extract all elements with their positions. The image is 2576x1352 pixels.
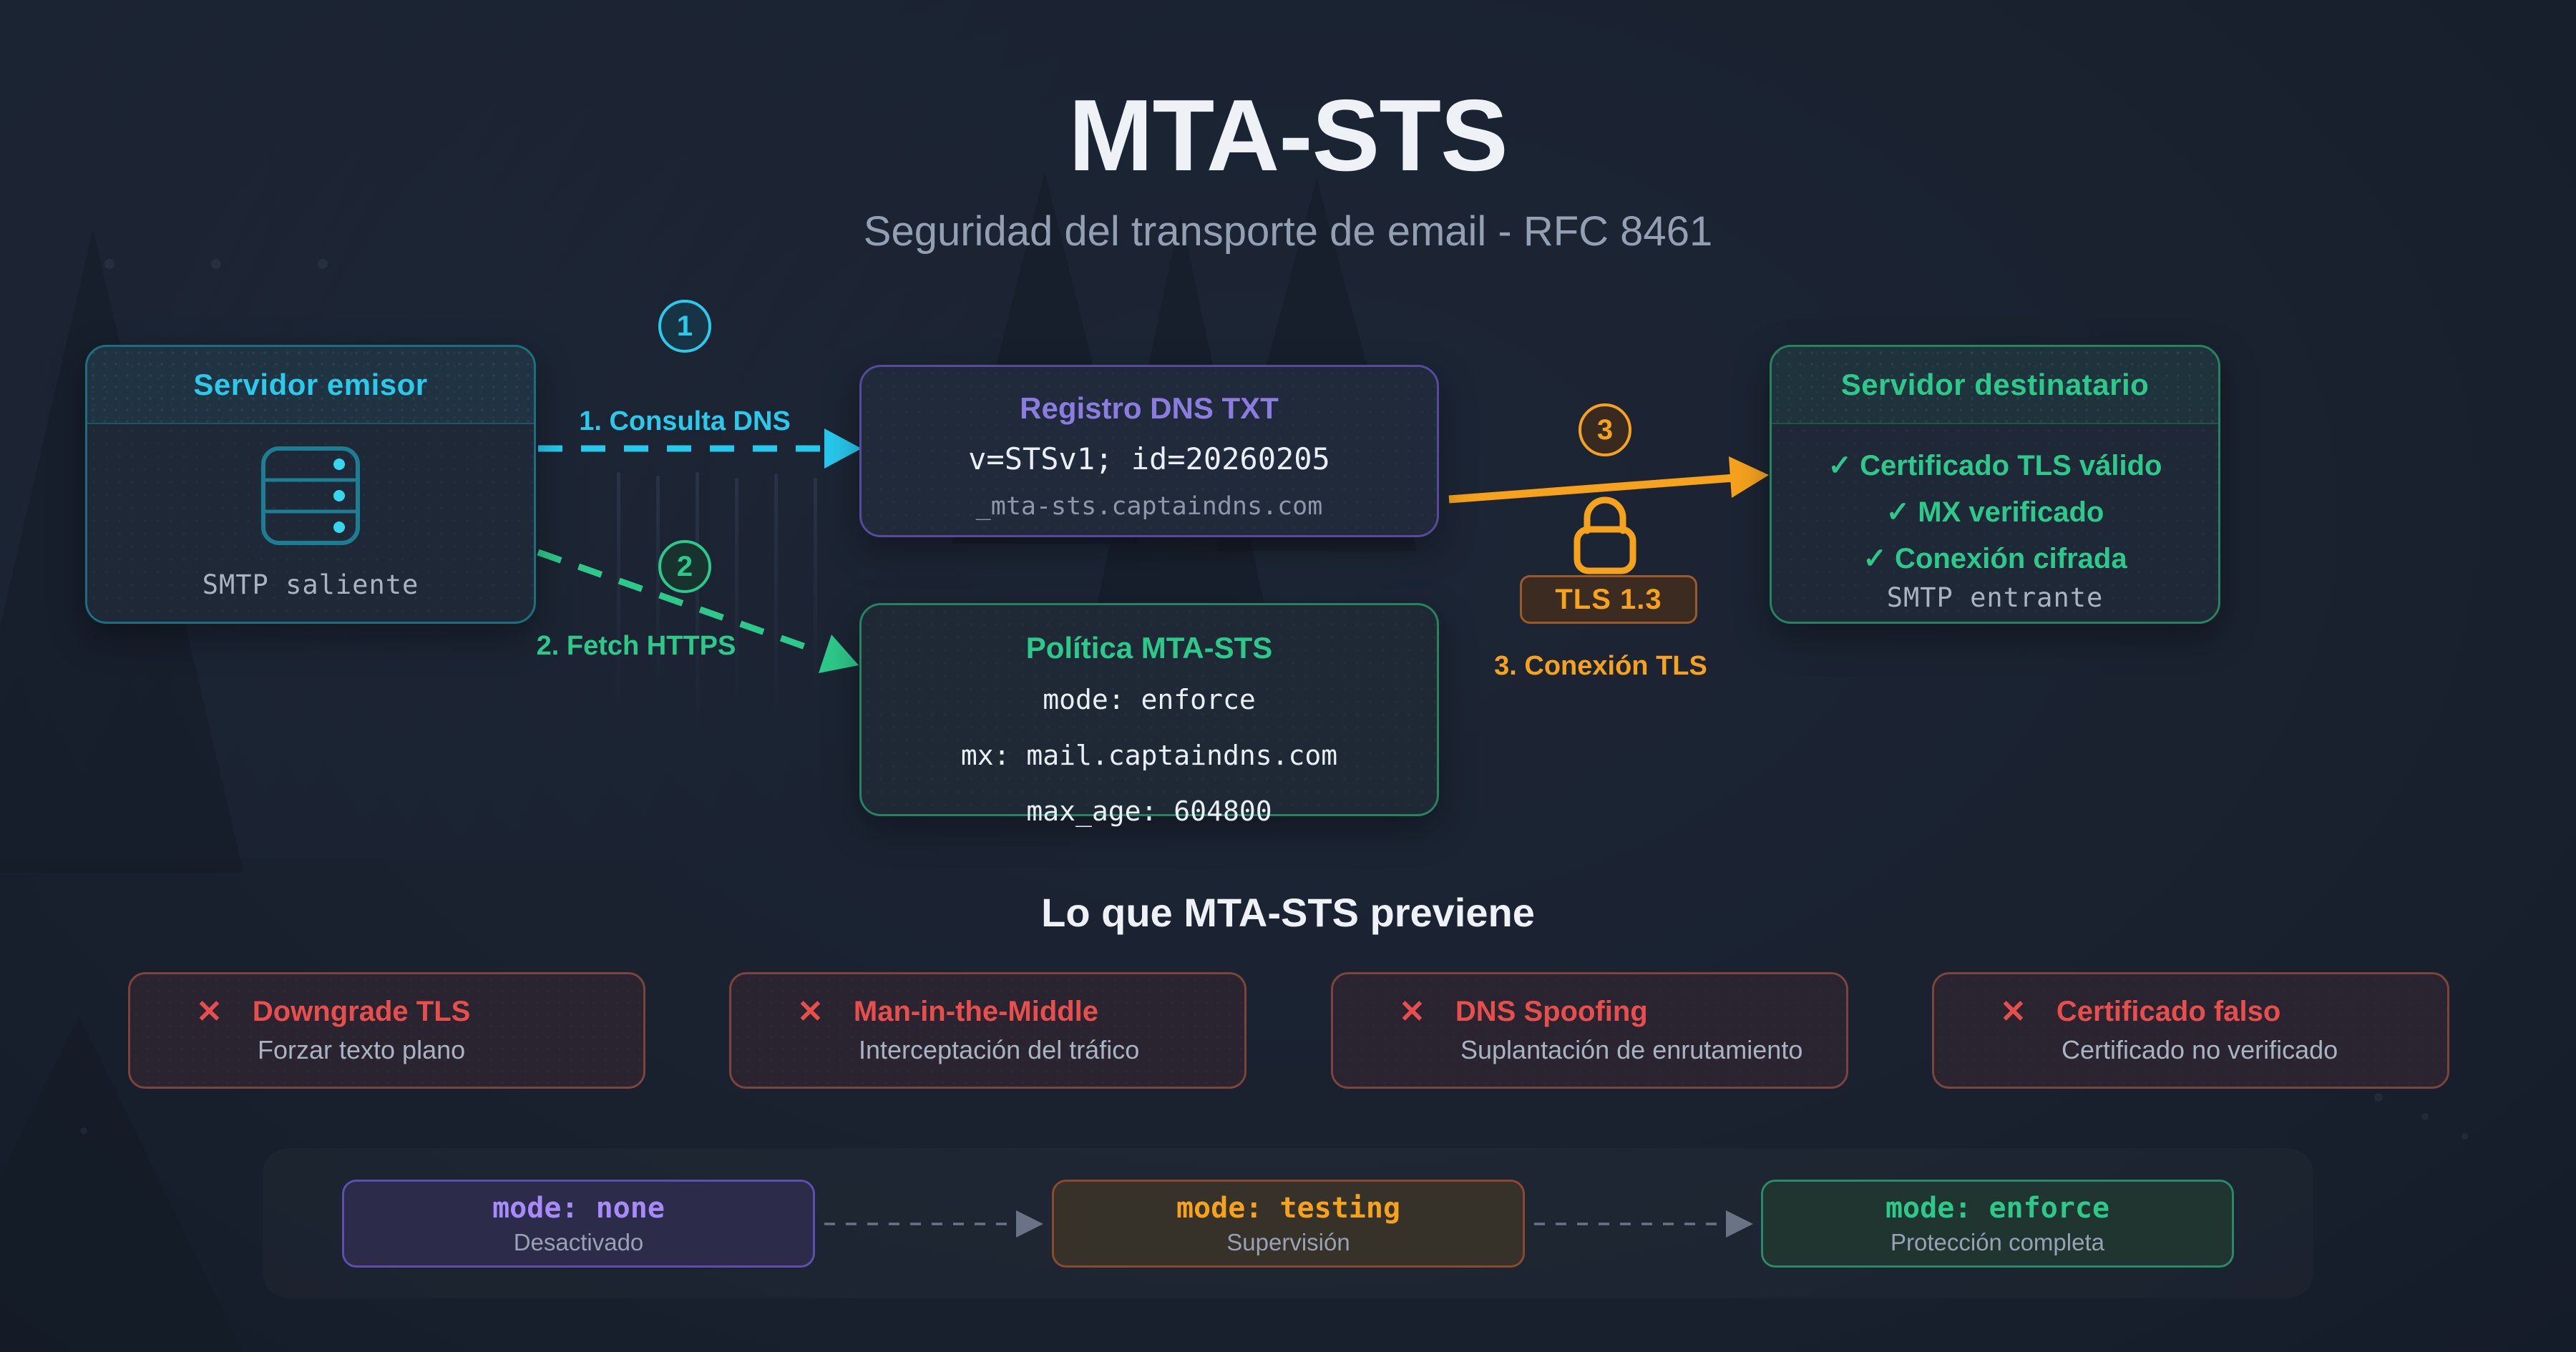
step-2-label: 2. Fetch HTTPS xyxy=(536,631,736,661)
dns-record-title: Registro DNS TXT xyxy=(1020,391,1279,425)
consulta-dns-arrowhead xyxy=(824,428,862,469)
dns-record-host: _mta-sts.captaindns.com xyxy=(975,492,1323,521)
background-streak xyxy=(617,472,620,715)
mode-testing-box: mode: testing Supervisión xyxy=(1052,1180,1525,1268)
mode-connector-arrowhead xyxy=(1726,1210,1753,1238)
mode-code: mode: testing xyxy=(1176,1191,1401,1225)
receiver-check-encrypted: ✓ Conexión cifrada xyxy=(1863,543,2127,574)
threat-title: Certificado falso xyxy=(2056,996,2281,1027)
sender-caption: SMTP saliente xyxy=(202,569,419,600)
x-icon: ✕ xyxy=(2000,994,2026,1029)
page-subtitle: Seguridad del transporte de email - RFC … xyxy=(863,208,1713,255)
prevents-section-heading: Lo que MTA-STS previene xyxy=(1041,890,1535,935)
mode-label: Desactivado xyxy=(513,1228,644,1255)
page-title: MTA-STS xyxy=(1068,79,1508,192)
step-1-label: 1. Consulta DNS xyxy=(579,406,791,436)
fetch-https-arrowhead xyxy=(819,635,859,673)
step-2-circle: 2 xyxy=(658,540,711,593)
threat-title: Man-in-the-Middle xyxy=(853,996,1099,1027)
background-dot xyxy=(104,259,114,269)
background-dot xyxy=(318,259,328,269)
conexion-tls-arrow-line xyxy=(1448,474,1735,504)
background-streak xyxy=(774,474,778,731)
background-streak xyxy=(814,478,817,692)
step-3-circle: 3 xyxy=(1579,403,1631,456)
policy-title: Política MTA-STS xyxy=(1025,631,1273,665)
background-streak xyxy=(656,476,660,690)
mode-enforce-box: mode: enforce Protección completa xyxy=(1761,1180,2234,1268)
policy-mode-line: mode: enforce xyxy=(1043,684,1256,715)
dns-record-value: v=STSv1; id=20260205 xyxy=(968,441,1330,476)
mode-none-box: mode: none Desactivado xyxy=(342,1180,815,1268)
fetch-https-arrow-line xyxy=(537,549,823,656)
mode-label: Protección completa xyxy=(1890,1228,2104,1255)
conexion-tls-arrowhead xyxy=(1729,456,1769,498)
receiver-check-certificate: ✓ Certificado TLS válido xyxy=(1828,450,2162,481)
threat-subtitle: Suplantación de enrutamiento xyxy=(1460,1035,1803,1064)
threat-card-downgrade-tls: ✕ Downgrade TLS Forzar texto plano xyxy=(128,972,645,1089)
threat-card-fake-certificate: ✕ Certificado falso Certificado no verif… xyxy=(1932,972,2449,1089)
background-streak xyxy=(696,472,699,737)
mode-code: mode: enforce xyxy=(1885,1191,2110,1225)
dns-txt-record-box: Registro DNS TXT v=STSv1; id=20260205 _m… xyxy=(859,365,1439,537)
threat-title: Downgrade TLS xyxy=(252,996,471,1027)
background-dot xyxy=(2421,1113,2429,1120)
background-dot xyxy=(2462,1133,2468,1140)
threat-card-mitm: ✕ Man-in-the-Middle Interceptación del t… xyxy=(729,972,1246,1089)
mode-label: Supervisión xyxy=(1226,1228,1350,1255)
sender-server-title: Servidor emisor xyxy=(87,347,534,424)
x-icon: ✕ xyxy=(196,994,223,1029)
background-dot xyxy=(2374,1093,2383,1102)
threat-card-dns-spoofing: ✕ DNS Spoofing Suplantación de enrutamie… xyxy=(1331,972,1848,1089)
policy-maxage-line: max_age: 604800 xyxy=(1026,795,1272,827)
step-3-label: 3. Conexión TLS xyxy=(1494,651,1707,681)
background-dot xyxy=(80,1127,87,1135)
lock-icon xyxy=(1567,492,1643,579)
receiver-caption: SMTP entrante xyxy=(1886,582,2104,613)
background-dot xyxy=(211,259,221,269)
mta-sts-policy-box: Política MTA-STS mode: enforce mx: mail.… xyxy=(859,603,1439,827)
threat-title: DNS Spoofing xyxy=(1455,996,1648,1027)
x-icon: ✕ xyxy=(797,994,824,1029)
receiver-check-mx: ✓ MX verificado xyxy=(1885,496,2104,528)
receiver-server-box: Servidor destinatario ✓ Certificado TLS … xyxy=(1770,345,2220,624)
tls-version-badge: TLS 1.3 xyxy=(1520,575,1697,624)
x-icon: ✕ xyxy=(1399,994,1425,1029)
threat-subtitle: Certificado no verificado xyxy=(2062,1035,2338,1064)
mode-connector-arrowhead xyxy=(1016,1210,1043,1238)
receiver-server-title: Servidor destinatario xyxy=(1772,347,2218,424)
policy-mx-line: mx: mail.captaindns.com xyxy=(960,740,1338,771)
server-icon xyxy=(260,446,361,549)
background-streak xyxy=(735,478,738,707)
step-1-circle: 1 xyxy=(658,300,711,353)
threat-subtitle: Forzar texto plano xyxy=(258,1035,466,1064)
sender-server-box: Servidor emisor SMTP saliente xyxy=(85,345,536,624)
threat-subtitle: Interceptación del tráfico xyxy=(859,1035,1140,1064)
mode-code: mode: none xyxy=(492,1191,665,1225)
